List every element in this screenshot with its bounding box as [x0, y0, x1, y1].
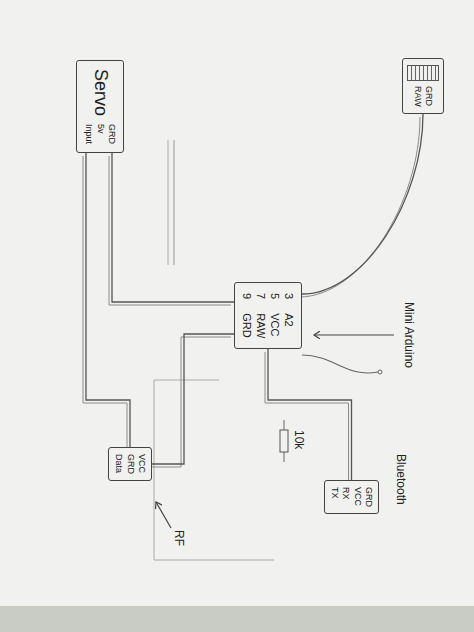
pin-label: GRD [106, 124, 117, 144]
resistor-symbol [280, 430, 288, 452]
pin-list: GRD5vInput [83, 124, 117, 144]
wire-cable [83, 153, 130, 450]
note-label: Bluetooth [394, 452, 408, 507]
bluetooth-module: GRDVCCRXTX [324, 480, 379, 514]
pin-label: GRD [241, 313, 253, 338]
pencil-line [174, 140, 175, 265]
pin-label: A2 [283, 313, 295, 338]
pin-label: VCC [136, 454, 147, 474]
antenna-wire [302, 355, 378, 373]
wire-line [152, 334, 234, 464]
servo-box: ServoGRD5vInput [76, 60, 124, 153]
pin-label: RAW [255, 313, 267, 338]
table-edge [0, 606, 474, 632]
pin-label: 5v [95, 124, 106, 144]
rf-module: VCCGRDData [108, 447, 152, 481]
antenna-tip [378, 370, 382, 374]
wire-line [302, 114, 423, 294]
note-label: 10k [292, 428, 306, 451]
note-label: Mini Arduino [402, 300, 416, 370]
connector-stripes [407, 65, 439, 81]
wire-cable [149, 334, 234, 467]
pin-label: 9 [241, 293, 253, 299]
pencil-line [154, 560, 274, 561]
pencil-line [168, 140, 169, 265]
pencil-line [154, 380, 219, 560]
pin-label: RAW [412, 86, 423, 107]
pin-label: 3 [283, 293, 295, 299]
wire-line [86, 153, 130, 447]
wire-line [268, 349, 352, 480]
wire-shadow [83, 156, 127, 450]
pin-label: GRD [423, 86, 434, 107]
wire-cable [299, 114, 423, 297]
resistor-lead [284, 420, 285, 462]
wire-shadow [265, 352, 349, 483]
arduino-chip: 3A2 5VCC 7RAW 9GRD [234, 282, 302, 349]
pointer-arrow [314, 334, 394, 335]
pin-label: TX [329, 487, 340, 507]
pin-label: GRD [363, 487, 374, 507]
pin-label: RX [340, 487, 351, 507]
pin-label: Input [83, 124, 94, 144]
wire-cable [109, 153, 234, 305]
pin-label: 7 [255, 293, 267, 299]
pin-list: GRDRAW [412, 86, 435, 107]
pin-label: VCC [352, 487, 363, 507]
wire-shadow [149, 337, 231, 467]
part-name: Servo [90, 69, 111, 116]
note-label: RF [172, 528, 186, 548]
wire-line [112, 153, 234, 302]
switch-connector: GRDRAW [402, 58, 444, 114]
wire-shadow [109, 156, 231, 305]
pin-label: VCC [269, 313, 281, 338]
wire-cable [265, 349, 352, 483]
pointer-arrow [156, 502, 171, 528]
pin-label: Data [113, 454, 124, 474]
pin-label: 5 [269, 293, 281, 299]
pin-label: GRD [125, 454, 136, 474]
